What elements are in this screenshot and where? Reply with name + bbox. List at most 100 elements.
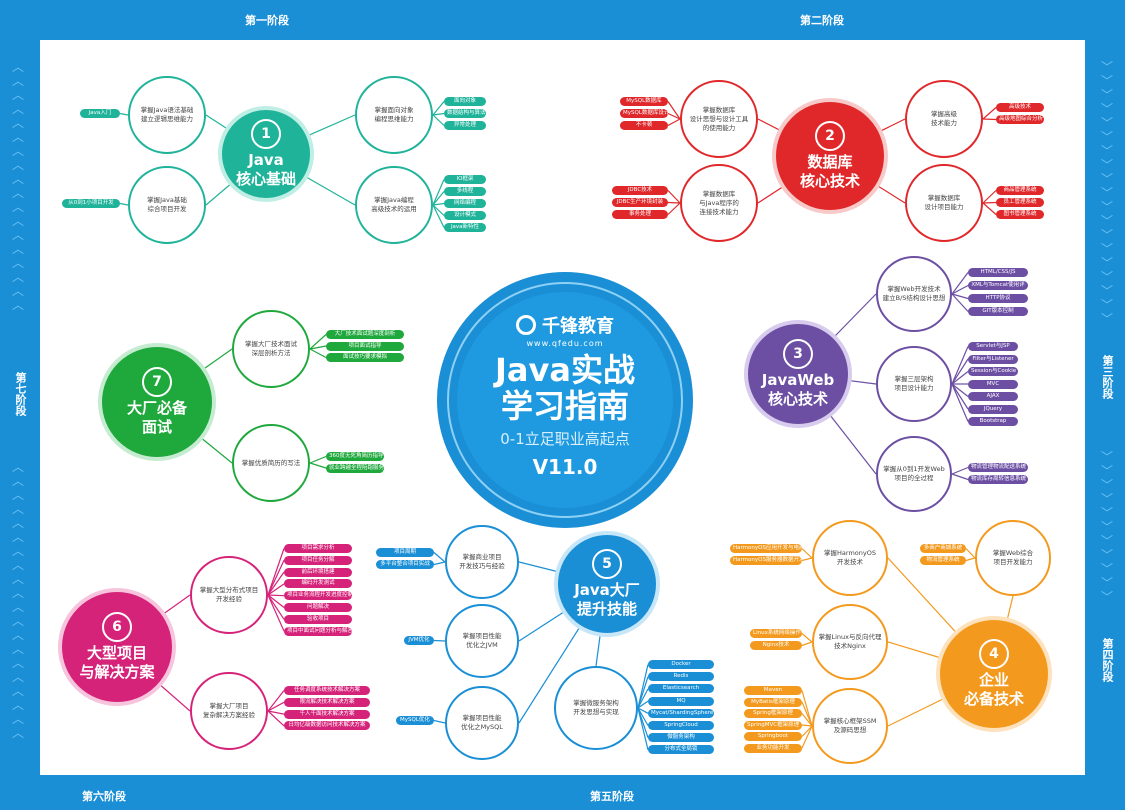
connector-line <box>951 383 969 410</box>
connector-line <box>267 710 285 727</box>
connector-line <box>801 724 813 727</box>
connector-line <box>637 664 649 709</box>
connector-line <box>433 552 446 563</box>
tech-tag: 高级技术 <box>996 103 1044 112</box>
stage-5-label: 第五阶段 <box>590 790 634 803</box>
tech-tag: 多平台整合项目实战 <box>376 560 434 569</box>
tech-tag: Linux系统网络操作 <box>750 629 802 638</box>
connector-line <box>267 594 285 608</box>
guide-subtitle: 0-1立足职业高起点 <box>500 430 630 448</box>
connector-line <box>951 293 969 312</box>
module-number: 7 <box>142 367 172 397</box>
connector-line <box>432 202 445 206</box>
connector-line <box>951 466 969 475</box>
tech-tag: Maven <box>744 686 802 695</box>
module-title: 企业 必备技术 <box>963 671 1024 708</box>
connector-line <box>432 114 445 126</box>
module-number: 4 <box>979 639 1009 669</box>
tech-tag: 从0到1小项目开发 <box>62 199 120 208</box>
tech-tag: 多线程 <box>444 187 486 196</box>
connector-line <box>433 719 446 724</box>
connector-line <box>267 710 285 715</box>
tech-tag: 设计模式 <box>444 211 486 220</box>
connector-line <box>119 202 129 206</box>
brand-logo: 千锋教育 <box>516 312 614 338</box>
tech-tag: 物流管理系统 <box>920 556 966 565</box>
module-1-node-oop: 掌握面向对象 编程思维能力 <box>355 76 433 154</box>
connector-line <box>951 284 969 295</box>
connector-line <box>951 293 969 300</box>
module-1-node-project: 掌握Java基础 综合项目开发 <box>128 166 206 244</box>
tech-tag: Session与Cookie <box>968 367 1018 376</box>
tech-tag: 360度无死角简历指导 <box>326 452 384 461</box>
module-4-node-linux: 掌握Linux与反向代理 技术Nginx <box>812 604 888 680</box>
tech-tag: HarmonyOS服务器数据开发 <box>730 556 802 565</box>
stage-7-label: 第七阶段 <box>14 372 27 416</box>
connector-line <box>267 594 285 620</box>
tech-tag: 项目面试指导 <box>326 341 404 351</box>
tech-tag: 业务功能开发 <box>744 743 802 753</box>
tech-tag: 就业跨越全程陪跑服务 <box>326 463 384 473</box>
brand-name: 千锋教育 <box>542 316 614 337</box>
module-7-node-resume: 掌握优质简历的写法 <box>232 424 310 502</box>
stage-3-label: 第三阶段 <box>1101 355 1114 399</box>
module-5-node-commercial: 掌握商业项目 开发技巧与经验 <box>445 525 519 599</box>
connector-line <box>432 112 445 116</box>
tech-tag: Filter与Listener <box>968 354 1018 364</box>
tech-tag: IO框架 <box>444 175 486 184</box>
module-7-node-interview: 掌握大厂技术面试 深层剖析方法 <box>232 310 310 388</box>
connector-line <box>432 179 445 206</box>
module-4-node-webproject: 掌握Web综合 项目开发能力 <box>975 520 1051 596</box>
module-4-node-ssm: 掌握核心框架SSM 及源码思想 <box>812 688 888 764</box>
tech-tag: GIT版本控制 <box>968 307 1028 316</box>
connector-line <box>951 346 969 385</box>
module-2-node-advanced: 掌握高级 技术能力 <box>905 80 983 158</box>
connector-line <box>965 548 976 559</box>
guide-title: Java实战 学习指南 <box>495 351 635 425</box>
module-number: 2 <box>815 121 845 151</box>
connector-line <box>432 191 445 206</box>
module-number: 1 <box>251 119 281 149</box>
tech-tag: 分布式全局锁 <box>648 745 714 755</box>
connector-line <box>637 707 649 751</box>
tech-tag: HarmonyOS应用开发与电商 <box>730 544 802 553</box>
tech-tag: 网络编程 <box>444 199 486 208</box>
tech-tag: Mycat/ShardingSphere <box>648 708 714 718</box>
module-6-node-distributed: 掌握大型分布式项目 开发经验 <box>190 556 268 634</box>
tech-tag: MySQL优化 <box>396 716 434 725</box>
tech-tag: 数据结构与算法 <box>444 109 486 118</box>
tech-tag: 编码开发测试 <box>284 579 352 589</box>
connector-line <box>951 358 969 385</box>
connector-line <box>637 688 649 709</box>
module-3-node-fullstack: 掌握从0到1开发Web 项目的全过程 <box>876 436 952 512</box>
connector-line <box>951 383 969 422</box>
tech-tag: Bootstrap <box>968 417 1018 426</box>
tech-tag: 物流管理物流配送系统 <box>968 463 1028 472</box>
tech-tag: 图书管理系统 <box>996 210 1044 219</box>
connector-line <box>267 594 285 632</box>
connector-line <box>309 345 327 350</box>
brand-site: www.qfedu.com <box>526 339 604 348</box>
connector-line <box>801 690 813 727</box>
connector-line <box>432 204 445 216</box>
module-title: 大型项目 与解决方案 <box>79 644 155 681</box>
module-title: Java 核心基础 <box>235 151 296 188</box>
module-5-node-mysql: 掌握项目性能 优化之MySQL <box>445 686 519 760</box>
tech-tag: 面向对象 <box>444 97 486 106</box>
connector-line <box>433 639 446 642</box>
tech-tag: 项目周期 <box>376 548 434 557</box>
module-title: Java大厂 提升技能 <box>574 581 640 618</box>
guide-version: V11.0 <box>532 455 598 479</box>
tech-tag: Redis <box>648 672 714 682</box>
connector-line <box>309 334 327 350</box>
connector-line <box>267 571 285 596</box>
module-6-hub: 6 大型项目 与解决方案 <box>58 588 176 706</box>
chevron-down-icon: ﹀﹀﹀﹀﹀﹀﹀﹀﹀﹀﹀﹀﹀﹀﹀﹀﹀﹀﹀ <box>1101 60 1114 326</box>
connector-line <box>801 701 813 727</box>
connector-line <box>801 725 813 737</box>
module-3-node-mvc: 掌握三层架构 项目设计能力 <box>876 346 952 422</box>
connector-line <box>965 557 976 562</box>
tech-tag: MyBatis框架原理 <box>744 697 802 707</box>
connector-line <box>951 371 969 385</box>
tech-tag: 项目任务分解 <box>284 555 352 565</box>
